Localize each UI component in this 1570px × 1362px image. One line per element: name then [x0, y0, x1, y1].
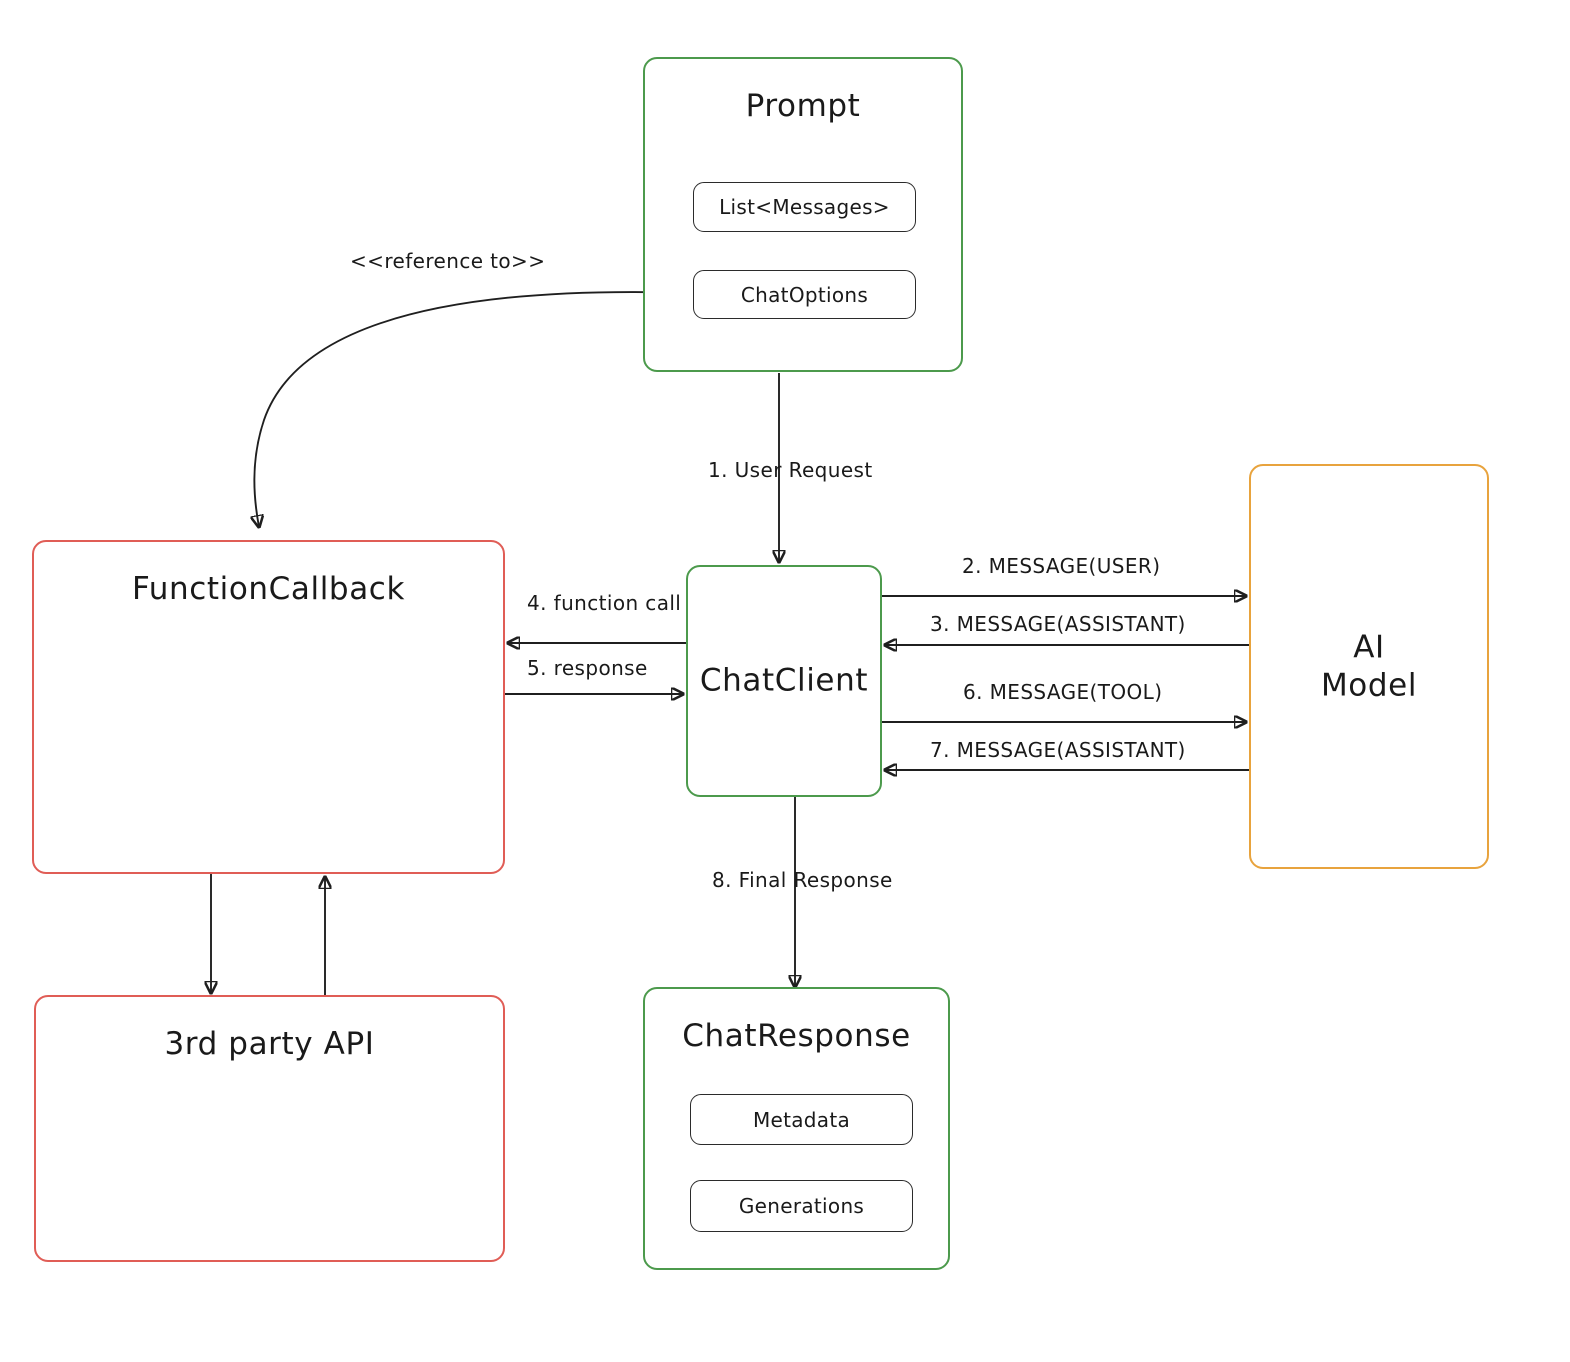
node-function-callback-title: FunctionCallback	[132, 571, 405, 607]
node-third-party-api-title: 3rd party API	[164, 1026, 375, 1062]
node-prompt-title: Prompt	[745, 88, 861, 124]
node-chat-response[interactable]: ChatResponse Metadata Generations	[643, 987, 950, 1270]
node-chat-client[interactable]: ChatClient	[686, 565, 882, 797]
node-chat-response-title: ChatResponse	[682, 1018, 911, 1054]
edge-label-response: 5. response	[527, 656, 648, 680]
node-ai-model[interactable]: AI Model	[1249, 464, 1489, 869]
chat-response-item-metadata[interactable]: Metadata	[690, 1094, 913, 1145]
edge-label-final-response: 8. Final Response	[712, 868, 893, 892]
edge-label-message-user: 2. MESSAGE(USER)	[962, 554, 1161, 578]
node-chat-client-title: ChatClient	[699, 662, 869, 699]
connector-reference-to	[254, 291, 691, 527]
edge-label-reference-to: <<reference to>>	[350, 249, 546, 273]
prompt-item-chat-options[interactable]: ChatOptions	[693, 270, 916, 319]
edge-label-function-call: 4. function call	[527, 591, 682, 615]
edge-label-user-request: 1. User Request	[708, 458, 873, 482]
node-function-callback[interactable]: FunctionCallback	[32, 540, 505, 874]
edge-label-message-tool: 6. MESSAGE(TOOL)	[963, 680, 1163, 704]
edge-label-message-assistant-7: 7. MESSAGE(ASSISTANT)	[930, 738, 1186, 762]
node-third-party-api[interactable]: 3rd party API	[34, 995, 505, 1262]
node-ai-model-title: AI Model	[1320, 628, 1418, 704]
node-prompt[interactable]: Prompt List<Messages> ChatOptions	[643, 57, 963, 372]
chat-response-item-generations[interactable]: Generations	[690, 1180, 913, 1232]
edge-label-message-assistant-3: 3. MESSAGE(ASSISTANT)	[930, 612, 1186, 636]
prompt-item-list-messages[interactable]: List<Messages>	[693, 182, 916, 232]
